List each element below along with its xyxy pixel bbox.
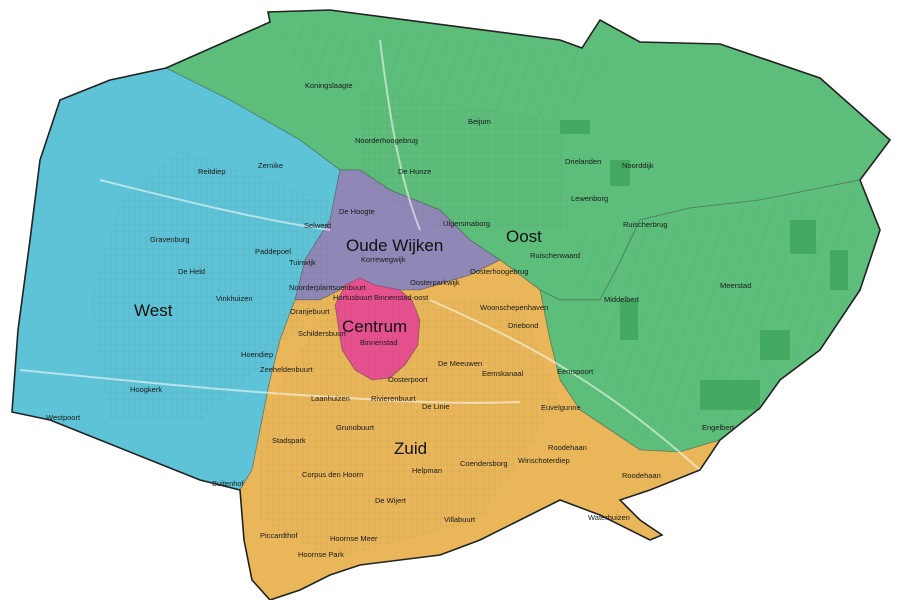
label-de-linie[interactable]: De Linie [422,402,450,411]
label-steenbergen[interactable]: Roodehaan [548,443,587,452]
label-oosterparkwijk[interactable]: Oosterparkwijk [410,278,460,287]
label-selwerd[interactable]: Selwerd [304,221,331,230]
label-hoornse-meer[interactable]: Hoornse Meer [330,534,378,543]
district-label-oost[interactable]: Oost [506,227,542,246]
label-stadspark[interactable]: Stadspark [272,436,306,445]
label-tuinwijk[interactable]: Tuinwijk [289,258,316,267]
label-hoornse-park[interactable]: Hoornse Park [298,550,344,559]
label-gravenburg[interactable]: Gravenburg [150,235,190,244]
label-hortusbuurt[interactable]: Hortusbuurt [333,293,373,302]
label-noorddijk[interactable]: Noorddijk [622,161,654,170]
label-euvelgunne[interactable]: Euvelgunne [541,403,581,412]
label-binnenstad[interactable]: Binnenstad [360,338,398,347]
label-noorderhoogebrug[interactable]: Noorderhoogebrug [355,136,418,145]
label-lewenborg[interactable]: Lewenborg [571,194,608,203]
label-paddepoel[interactable]: Paddepoel [255,247,291,256]
label-ruischerwaard[interactable]: Ruischerwaard [530,251,580,260]
label-eemskanaal[interactable]: Eemskanaal [482,369,524,378]
dark-field-patches [560,120,848,410]
label-oosterpoort[interactable]: Oosterpoort [388,375,429,384]
label-winschoterdiep[interactable]: Winschoterdiep [518,456,570,465]
district-label-zuid[interactable]: Zuid [394,439,427,458]
label-noorderplantsoenbuurt[interactable]: Noorderplantsoenbuurt [289,283,367,292]
label-vinkhuizen[interactable]: Vinkhuizen [216,294,253,303]
label-meerstad[interactable]: Meerstad [720,281,751,290]
label-oranjebuurt[interactable]: Oranjebuurt [290,307,331,316]
label-ulgersmaborg[interactable]: Ulgersmaborg [443,219,490,228]
label-woonschepenhaven[interactable]: Woonschepenhaven [480,303,548,312]
label-villabuurt[interactable]: Villabuurt [444,515,476,524]
urban-texture [90,90,570,560]
label-hoendiep[interactable]: Hoendiep [241,350,273,359]
label-roodehaan[interactable]: Roodehaan [622,471,661,480]
roads [19,39,701,471]
label-binnenstad-oost[interactable]: Binnenstad-oost [374,293,429,302]
label-grunobuurt[interactable]: Grunobuurt [336,423,375,432]
label-de-meeuwen[interactable]: De Meeuwen [438,359,482,368]
label-westpoort[interactable]: Westpoort [46,413,81,422]
district-label-west[interactable]: West [134,301,173,320]
label-eemspoort[interactable]: Eemspoort [557,367,594,376]
label-de-held[interactable]: De Held [178,267,205,276]
label-helpman[interactable]: Helpman [412,466,442,475]
label-drielanden[interactable]: Drielanden [565,157,601,166]
label-korrewegwijk[interactable]: Korrewegwijk [361,255,406,264]
label-coendersborg[interactable]: Coendersborg [460,459,508,468]
neighbourhood-labels: Koningslaagte Noorderhoogebrug Beijum De… [46,81,751,559]
district-labels: West Oost Zuid Oude Wijken Centrum [134,227,542,458]
label-koningslaagte[interactable]: Koningslaagte [305,81,353,90]
label-waterhuizen[interactable]: Waterhuizen [588,513,630,522]
label-schildersbuurt[interactable]: Schildersbuurt [298,329,347,338]
label-beijum[interactable]: Beijum [468,117,491,126]
label-engelbert[interactable]: Engelbert [702,423,735,432]
label-zernike[interactable]: Zernike [258,161,283,170]
label-de-wijert[interactable]: De Wijert [375,496,407,505]
label-zeeheldenbuurt[interactable]: Zeeheldenbuurt [260,365,313,374]
label-hoogkerk[interactable]: Hoogkerk [130,385,162,394]
label-middelbert[interactable]: Middelbert [604,295,640,304]
label-laanhuizen[interactable]: Laanhuizen [311,394,350,403]
label-reitdiep[interactable]: Reitdiep [198,167,226,176]
municipality-outline [11,9,892,600]
label-de-hoogte[interactable]: De Hoogte [339,207,375,216]
label-buitenhof[interactable]: Buitenhof [212,479,245,488]
label-piccardthof[interactable]: Piccardthof [260,531,298,540]
district-label-oude-wijken[interactable]: Oude Wijken [346,236,443,255]
label-corpus-den-hoorn[interactable]: Corpus den Hoorn [302,470,363,479]
district-label-centrum[interactable]: Centrum [342,317,407,336]
label-driebond[interactable]: Driebond [508,321,538,330]
label-de-hunze[interactable]: De Hunze [398,167,431,176]
label-ruischerbrug[interactable]: Ruischerbrug [623,220,668,229]
label-rivierenbuurt[interactable]: Rivierenbuurt [371,394,417,403]
label-oosterhoogebrug[interactable]: Oosterhoogebrug [470,267,528,276]
